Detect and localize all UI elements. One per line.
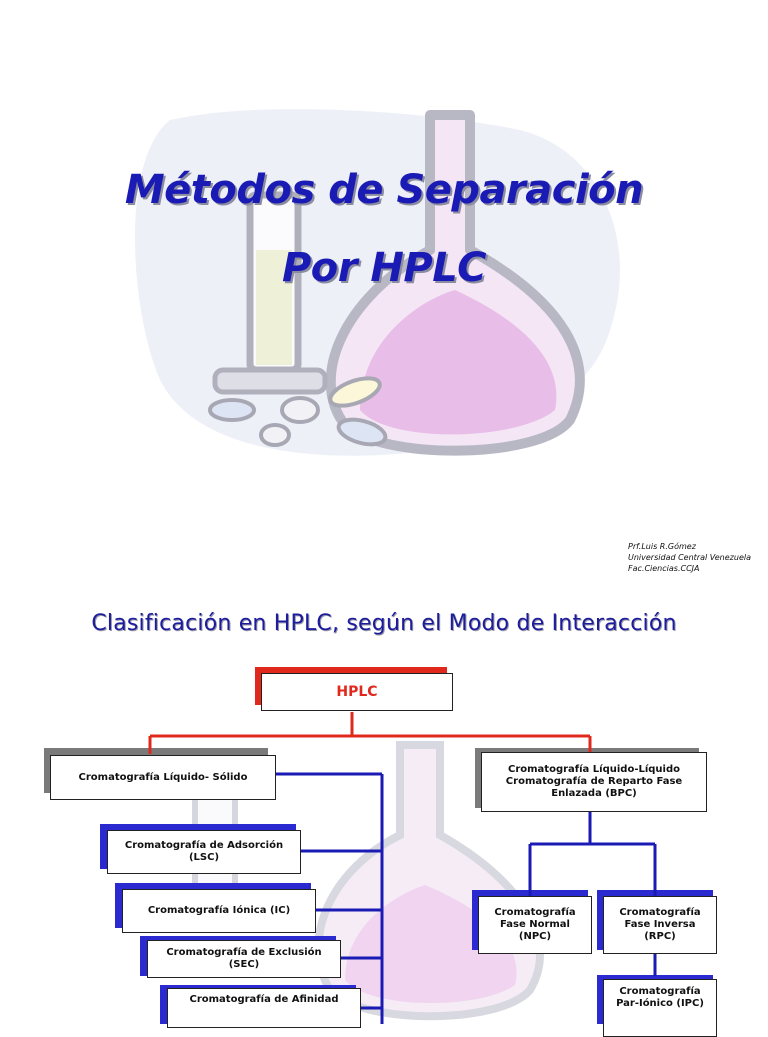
affinity-box: Cromatografía de Afinidad <box>167 988 361 1028</box>
ionic-box: Cromatografía Iónica (IC) <box>122 889 316 933</box>
liquid-liquid-box: Cromatografía Líquido-Líquido Cromatogra… <box>481 752 707 812</box>
adsorption-box: Cromatografía de Adsorción (LSC) <box>107 830 301 874</box>
exclusion-box: Cromatografía de Exclusión (SEC) <box>147 940 341 978</box>
credit-line: Fac.Ciencias.CCJA <box>628 563 751 574</box>
title-line-2: Por HPLC <box>0 245 768 291</box>
normal-phase-box: Cromatografía Fase Normal (NPC) <box>478 896 592 954</box>
reverse-phase-box: Cromatografía Fase Inversa (RPC) <box>603 896 717 954</box>
hplc-root-box: HPLC <box>261 673 453 711</box>
title-line-1: Métodos de Separación <box>0 167 768 213</box>
credit-line: Prf.Luis R.Gómez <box>628 541 751 552</box>
classification-title: Clasificación en HPLC, según el Modo de … <box>0 611 768 636</box>
credit-line: Universidad Central Venezuela <box>628 552 751 563</box>
liquid-solid-box: Cromatografía Líquido- Sólido <box>50 755 276 800</box>
title-slide: Métodos de Separación Por HPLC Prf.Luis … <box>0 0 768 580</box>
author-credits: Prf.Luis R.Gómez Universidad Central Ven… <box>628 541 751 574</box>
ion-pair-box: Cromatografía Par-Iónico (IPC) <box>603 979 717 1037</box>
